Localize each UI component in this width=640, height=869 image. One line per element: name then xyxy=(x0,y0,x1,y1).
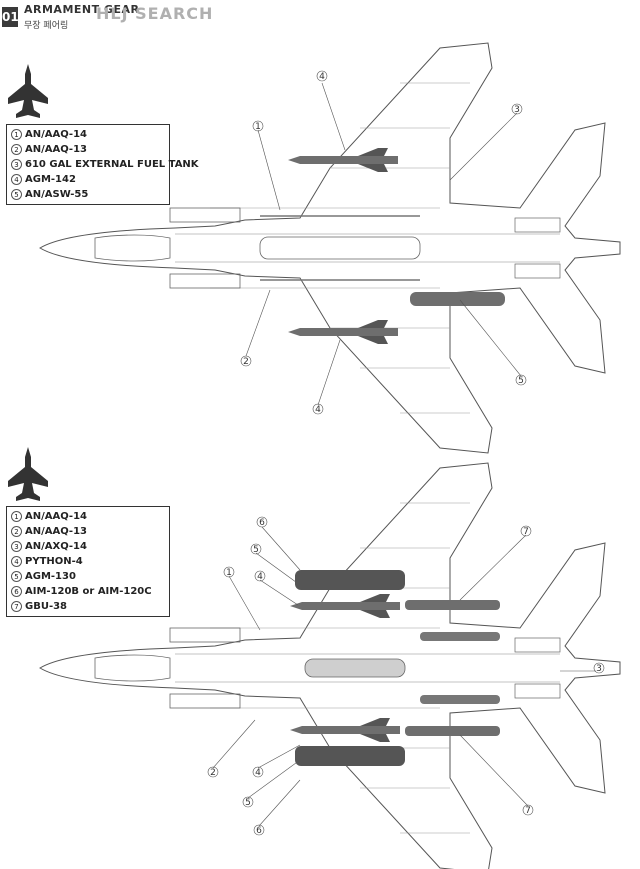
aircraft-silhouette-icon xyxy=(8,447,48,501)
callout-label: 2 xyxy=(210,768,216,778)
callout-label: 6 xyxy=(259,518,265,528)
legend-number: 1 xyxy=(11,511,22,522)
legend-number: 6 xyxy=(11,586,22,597)
legend-label: AN/AAQ-13 xyxy=(25,526,87,537)
legend-number: 3 xyxy=(11,541,22,552)
legend-number: 4 xyxy=(11,556,22,567)
aircraft-diagram-1 xyxy=(39,42,621,454)
legend-label: AN/AAQ-14 xyxy=(25,129,87,140)
callout-label: 3 xyxy=(514,105,520,115)
panel-1-callouts xyxy=(240,70,527,415)
legend-number: 3 xyxy=(11,159,22,170)
panel-2-callouts xyxy=(207,516,605,836)
legend-number: 4 xyxy=(11,174,22,185)
section-title: ARMAMENT GEAR xyxy=(24,3,140,16)
callout-label: 4 xyxy=(255,768,261,778)
callout-label: 7 xyxy=(525,806,531,816)
legend-label: AGM-130 xyxy=(25,571,76,582)
legend-label: AIM-120B or AIM-120C xyxy=(25,586,152,597)
legend-number: 1 xyxy=(11,129,22,140)
aircraft-silhouette-icon xyxy=(8,64,48,118)
legend-label: PYTHON-4 xyxy=(25,556,83,567)
callout-label: 4 xyxy=(315,405,321,415)
legend-label: AN/AAQ-13 xyxy=(25,144,87,155)
section-badge: 01 xyxy=(2,7,19,27)
callout-label: 3 xyxy=(596,664,602,674)
section-subtitle: 무장 페어링 xyxy=(24,21,69,31)
aircraft-diagram-2 xyxy=(39,462,621,869)
callout-label: 5 xyxy=(518,376,524,386)
callout-label: 4 xyxy=(257,572,263,582)
legend-label: AN/ASW-55 xyxy=(25,189,89,200)
callout-label: 7 xyxy=(523,527,529,537)
watermark: HLJ SEARCH xyxy=(96,4,214,23)
legend-number: 2 xyxy=(11,526,22,537)
panel-2-callout-labels: 6 5 4 1 7 3 2 4 5 6 7 xyxy=(210,518,602,836)
callout-label: 4 xyxy=(319,72,325,82)
callout-label: 5 xyxy=(253,545,259,555)
legend-number: 5 xyxy=(11,189,22,200)
legend-number: 5 xyxy=(11,571,22,582)
callout-label: 1 xyxy=(226,568,232,578)
legend-label: AN/AAQ-14 xyxy=(25,511,87,522)
panel-1-callout-labels: 4 3 1 2 4 5 xyxy=(243,72,524,415)
callout-label: 5 xyxy=(245,798,251,808)
legend-label: 610 GAL EXTERNAL FUEL TANK xyxy=(25,159,199,170)
legend-label: AGM-142 xyxy=(25,174,76,185)
callout-label: 2 xyxy=(243,357,249,367)
legend-label: GBU-38 xyxy=(25,601,68,612)
legend-number: 7 xyxy=(11,601,22,612)
callout-label: 6 xyxy=(256,826,262,836)
legend-number: 2 xyxy=(11,144,22,155)
legend-label: AN/AXQ-14 xyxy=(25,541,87,552)
callout-label: 1 xyxy=(255,122,261,132)
